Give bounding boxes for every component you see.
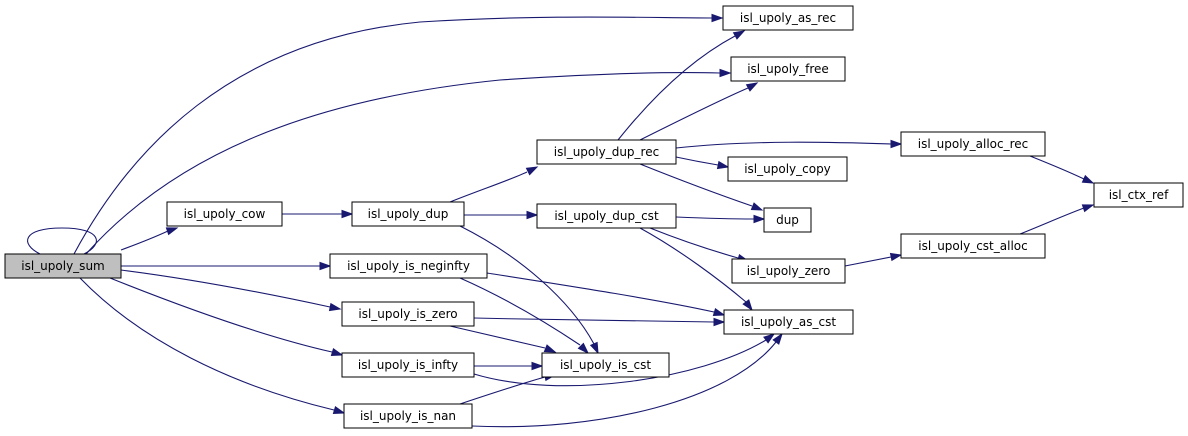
edge-dup-dup_rec	[449, 166, 539, 203]
node-isl-upoly-free[interactable]: isl_upoly_free	[730, 56, 846, 82]
edge-dup-is_cst	[459, 225, 599, 355]
node-isl-upoly-dup-rec[interactable]: isl_upoly_dup_rec	[536, 139, 677, 165]
node-label-isl-upoly-as-rec: isl_upoly_as_rec	[740, 11, 836, 25]
node-isl-upoly-is-zero[interactable]: isl_upoly_is_zero	[341, 301, 475, 327]
node-label-isl-upoly-is-zero: isl_upoly_is_zero	[358, 307, 457, 321]
edge-dup_cst-dup	[675, 214, 766, 224]
edge-sum-free	[85, 68, 732, 255]
edge-dup_cst-as_cst	[639, 227, 753, 312]
node-isl-ctx-ref[interactable]: isl_ctx_ref	[1093, 182, 1184, 208]
edge-is_zero-is_cst	[449, 325, 557, 353]
node-isl-upoly-as-cst[interactable]: isl_upoly_as_cst	[723, 309, 854, 335]
node-label-isl-upoly-is-neginfty: isl_upoly_is_neginfty	[347, 259, 470, 273]
node-label-isl-ctx-ref: isl_ctx_ref	[1109, 188, 1169, 202]
edge-dup_rec-alloc	[675, 139, 903, 149]
node-isl-upoly-as-rec[interactable]: isl_upoly_as_rec	[722, 5, 854, 31]
edge-cstalloc-ctx	[1019, 204, 1095, 235]
node-label-isl-upoly-dup-rec: isl_upoly_dup_rec	[554, 145, 659, 159]
edge-neginfty-is_cst	[459, 277, 590, 355]
node-label-isl-upoly-is-nan: isl_upoly_is_nan	[360, 409, 456, 423]
node-label-isl-upoly-copy: isl_upoly_copy	[744, 162, 831, 176]
node-isl-upoly-zero[interactable]: isl_upoly_zero	[731, 258, 846, 284]
node-isl-upoly-dup-cst[interactable]: isl_upoly_dup_cst	[536, 203, 677, 229]
node-label-isl-upoly-dup: isl_upoly_dup	[368, 207, 449, 221]
edge-dup_rec-dup	[639, 163, 764, 211]
node-isl-upoly-cst-alloc[interactable]: isl_upoly_cst_alloc	[900, 233, 1046, 259]
node-label-isl-upoly-zero: isl_upoly_zero	[747, 264, 831, 278]
node-label-isl-upoly-sum: isl_upoly_sum	[21, 259, 104, 273]
edge-cow-dup	[282, 209, 354, 219]
edge-sum-is_zero	[120, 269, 342, 312]
edge-neginfty-as_cst	[486, 272, 726, 317]
edge-is_nan-as_cst	[471, 332, 783, 428]
node-isl-upoly-is-nan[interactable]: isl_upoly_is_nan	[343, 403, 473, 429]
edge-zero-cst_alloc	[844, 252, 903, 267]
node-label-isl-upoly-is-cst: isl_upoly_is_cst	[560, 358, 651, 372]
node-isl-upoly-alloc-rec[interactable]: isl_upoly_alloc_rec	[900, 131, 1046, 157]
edge-is_infty-as_cst	[473, 333, 776, 387]
node-label-isl-upoly-as-cst: isl_upoly_as_cst	[741, 315, 836, 329]
node-isl-upoly-is-cst[interactable]: isl_upoly_is_cst	[541, 352, 670, 378]
node-isl-upoly-is-infty[interactable]: isl_upoly_is_infty	[341, 352, 475, 378]
edge-sum-neginfty	[121, 261, 332, 271]
edge-sum-is_infty	[109, 277, 344, 357]
edge-sum-is_nan	[79, 277, 346, 415]
edge-dup_cst-zero	[649, 227, 750, 263]
edge-is_infty-is_cst	[474, 361, 544, 371]
node-label-isl-upoly-cow: isl_upoly_cow	[184, 207, 266, 221]
node-label-isl-upoly-cst-alloc: isl_upoly_cst_alloc	[918, 239, 1027, 253]
node-isl-upoly-cow[interactable]: isl_upoly_cow	[166, 201, 283, 227]
edge-is_nan-is_cst	[459, 372, 557, 405]
node-isl-upoly-copy[interactable]: isl_upoly_copy	[727, 156, 848, 182]
edge-sum-as_rec	[73, 13, 724, 255]
edge-sum-cow	[120, 227, 179, 251]
edge-alloc-ctx_ref	[1029, 155, 1095, 184]
node-label-isl-upoly-alloc-rec: isl_upoly_alloc_rec	[918, 137, 1029, 151]
node-label-isl-upoly-is-infty: isl_upoly_is_infty	[358, 358, 458, 372]
node-label-isl-upoly-free: isl_upoly_free	[747, 62, 829, 76]
edge-dup_rec-free	[639, 82, 759, 141]
node-label-dup: dup	[776, 213, 799, 227]
edge-dup-dup_cst	[464, 210, 539, 220]
node-dup[interactable]: dup	[763, 207, 812, 233]
edge-is_zero-as_cst	[473, 317, 726, 327]
edge-dup_rec-copy	[675, 156, 730, 170]
node-label-isl-upoly-dup-cst: isl_upoly_dup_cst	[554, 209, 659, 223]
edge-dup_rec-as_rec	[617, 30, 746, 141]
node-isl-upoly-is-neginfty[interactable]: isl_upoly_is_neginfty	[329, 253, 488, 279]
node-isl-upoly-sum[interactable]: isl_upoly_sum	[4, 253, 122, 279]
call-edges	[27, 13, 1095, 428]
node-isl-upoly-dup[interactable]: isl_upoly_dup	[351, 201, 465, 227]
